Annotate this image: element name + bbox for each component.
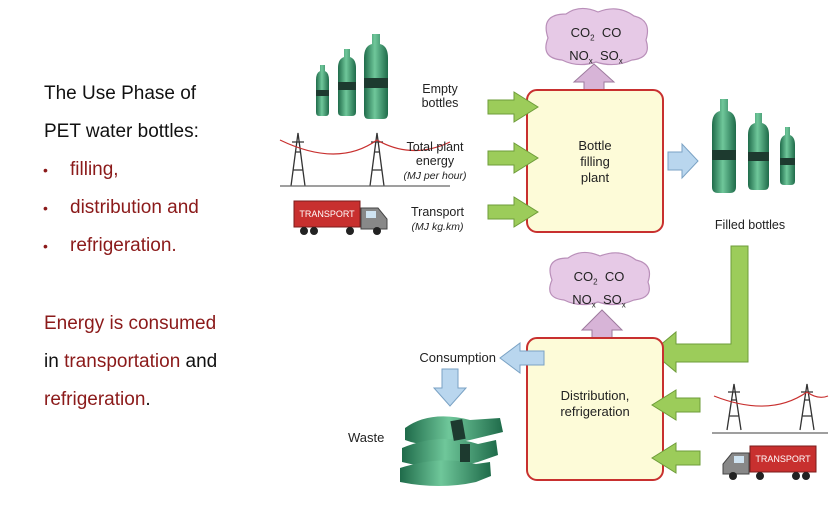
distribution-box-label: Distribution, refrigeration — [560, 388, 630, 419]
emission-cloud-bottom — [549, 251, 651, 306]
energy-note-line-2: in transportation and — [44, 351, 217, 373]
arrow-plant-energy — [487, 142, 539, 174]
emission-cloud-top — [545, 7, 649, 66]
arrow-to-distribution — [651, 245, 749, 374]
filled-bottles-image — [712, 99, 795, 193]
arrow-transport-in — [487, 196, 539, 228]
power-lines-image-bottom — [712, 383, 829, 434]
intro-line-2: PET water bottles: — [44, 121, 199, 142]
co-top: CO — [601, 25, 622, 40]
power-lines-image-top — [279, 132, 451, 187]
truck-label-bottom: TRANSPORT — [755, 454, 811, 464]
truck-image-bottom: TRANSPORT — [722, 445, 817, 480]
bullet-filling: filling, — [70, 159, 119, 180]
arrow-dist-transport — [651, 442, 701, 474]
label-waste: Waste — [348, 430, 385, 445]
emission-text-top: CO2 CO NOx SOx — [556, 24, 636, 69]
sox-sub-top: x — [618, 56, 623, 66]
co2-top: CO — [570, 25, 591, 40]
co-bottom: CO — [604, 269, 625, 284]
sox-sub-bottom: x — [621, 300, 626, 310]
truck-image-top: TRANSPORT — [293, 200, 388, 235]
arrow-waste — [432, 368, 468, 407]
label-consumption: Consumption — [419, 350, 496, 365]
label-total-plant-energy: Total plant energy (MJ per hour) — [390, 140, 480, 183]
energy-note-and: and — [180, 351, 218, 372]
transport-unit: (MJ kg.km) — [411, 221, 464, 233]
energy-note-in: in — [44, 351, 65, 372]
co2-sub-bottom: 2 — [593, 277, 598, 287]
label-filled-bottles: Filled bottles — [714, 218, 786, 232]
energy-note-period: . — [145, 389, 151, 410]
co2-sub-top: 2 — [590, 33, 595, 43]
energy-note-line-1: Energy is consumed — [44, 313, 217, 334]
label-empty-bottles: Empty bottles — [421, 82, 459, 110]
empty-bottles-image — [316, 34, 388, 119]
bullet-refrigeration: refrigeration. — [70, 235, 177, 256]
total-plant-energy-text: Total plant energy — [406, 140, 464, 168]
arrow-dist-energy — [651, 389, 701, 421]
truck-label-top: TRANSPORT — [299, 209, 355, 219]
bullet-dot-3: • — [43, 238, 48, 254]
plant-box-label: Bottle filling plant — [578, 138, 612, 185]
energy-note-line-3: refrigeration. — [44, 389, 151, 411]
label-transport: Transport (MJ kg.km) — [400, 205, 475, 234]
nox-sub-bottom: x — [591, 300, 596, 310]
total-plant-energy-unit: (MJ per hour) — [403, 170, 467, 182]
energy-note-transportation: transportation — [64, 351, 181, 372]
bullet-dot-2: • — [43, 200, 48, 216]
arrow-empty-bottles — [487, 91, 539, 123]
transport-text: Transport — [410, 205, 465, 219]
sox-top: SO — [599, 47, 619, 63]
intro-line-1: The Use Phase of — [44, 83, 197, 104]
energy-note-refrigeration: refrigeration — [44, 389, 146, 410]
arrow-consumption — [499, 342, 545, 374]
bullet-dot-1: • — [43, 162, 48, 178]
arrow-filled-bottles — [667, 142, 699, 180]
emission-text-bottom: CO2 CO NOx SOx — [559, 268, 639, 313]
nox-top: NO — [569, 47, 589, 63]
nox-sub-top: x — [588, 56, 593, 66]
co2-bottom: CO — [573, 269, 594, 284]
waste-bottles-image — [400, 416, 503, 486]
bullet-distribution: distribution and — [70, 197, 199, 218]
sox-bottom: SO — [602, 291, 622, 307]
nox-bottom: NO — [572, 291, 592, 307]
